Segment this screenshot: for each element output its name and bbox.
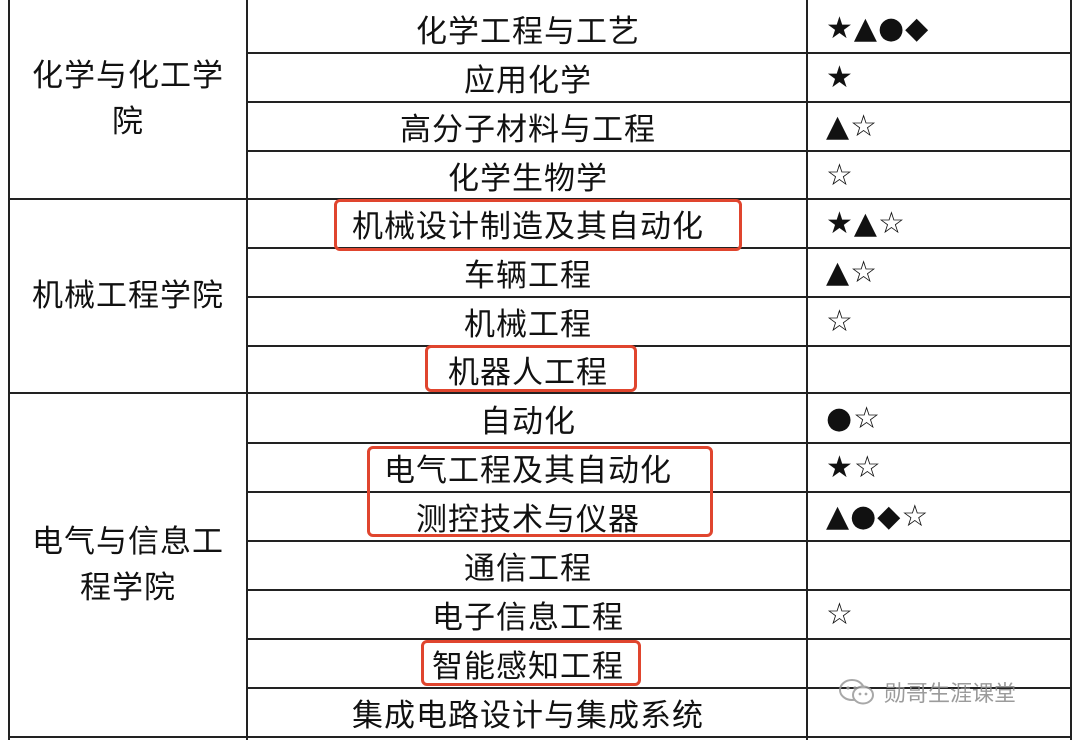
row-separator (246, 540, 1072, 542)
row-separator (246, 638, 1072, 640)
row-separator (246, 491, 1072, 493)
highlight-box (367, 446, 713, 537)
major-marks: ★ (826, 59, 854, 95)
row-separator (246, 589, 1072, 591)
major-name: 机械工程 (464, 306, 592, 343)
row-separator (246, 296, 1072, 298)
major-name: 应用化学 (464, 62, 592, 99)
major-marks: ☆ (826, 157, 854, 193)
major-name: 通信工程 (464, 550, 592, 587)
row-separator (246, 442, 1072, 444)
college-name: 化学与化工学院 (32, 58, 224, 140)
table-border-bottom (8, 736, 1072, 738)
table-column-divider (806, 0, 808, 740)
college-separator (8, 392, 1072, 394)
major-name: 车辆工程 (464, 257, 592, 294)
major-name: 电子信息工程 (432, 599, 624, 636)
college-cell: 机械工程学院 (8, 200, 248, 392)
row-separator (246, 150, 1072, 152)
college-cell: 电气与信息工程学院 (8, 394, 248, 736)
major-name: 电气工程及其自动化 (384, 452, 672, 489)
major-marks: ★☆ (826, 449, 882, 485)
major-marks: ▲☆ (826, 108, 878, 144)
major-name: 机械设计制造及其自动化 (352, 208, 704, 245)
major-marks: ★▲●◆ (826, 10, 930, 46)
major-name: 集成电路设计与集成系统 (352, 697, 704, 734)
major-marks: ▲☆ (826, 254, 878, 290)
major-name: 测控技术与仪器 (416, 501, 640, 538)
college-name: 电气与信息工程学院 (32, 524, 224, 606)
major-name: 化学生物学 (448, 160, 608, 197)
row-separator (246, 345, 1072, 347)
row-separator (246, 687, 1072, 689)
highlight-box (421, 640, 641, 686)
highlight-box (334, 199, 742, 251)
major-name: 智能感知工程 (432, 648, 624, 685)
table-border-left (8, 0, 10, 740)
major-marks: ☆ (826, 303, 854, 339)
major-marks: ★▲☆ (826, 205, 906, 241)
watermark: 勋哥生涯课堂 (838, 676, 1016, 708)
table-border-right (1070, 0, 1072, 740)
wechat-icon (839, 679, 874, 705)
college-cell: 化学与化工学院 (8, 0, 248, 198)
watermark-text: 勋哥生涯课堂 (884, 682, 1017, 707)
major-marks: ☆ (826, 596, 854, 632)
college-name: 机械工程学院 (32, 278, 224, 314)
major-name: 高分子材料与工程 (400, 111, 656, 148)
row-separator (246, 101, 1072, 103)
major-name: 机器人工程 (448, 354, 608, 391)
major-name: 自动化 (480, 403, 576, 440)
major-name: 化学工程与工艺 (416, 13, 640, 50)
table-column-divider (246, 0, 248, 740)
major-marks: ▲●◆☆ (826, 498, 930, 534)
highlight-box (425, 345, 637, 392)
major-marks: ●☆ (826, 400, 882, 436)
row-separator (246, 52, 1072, 54)
